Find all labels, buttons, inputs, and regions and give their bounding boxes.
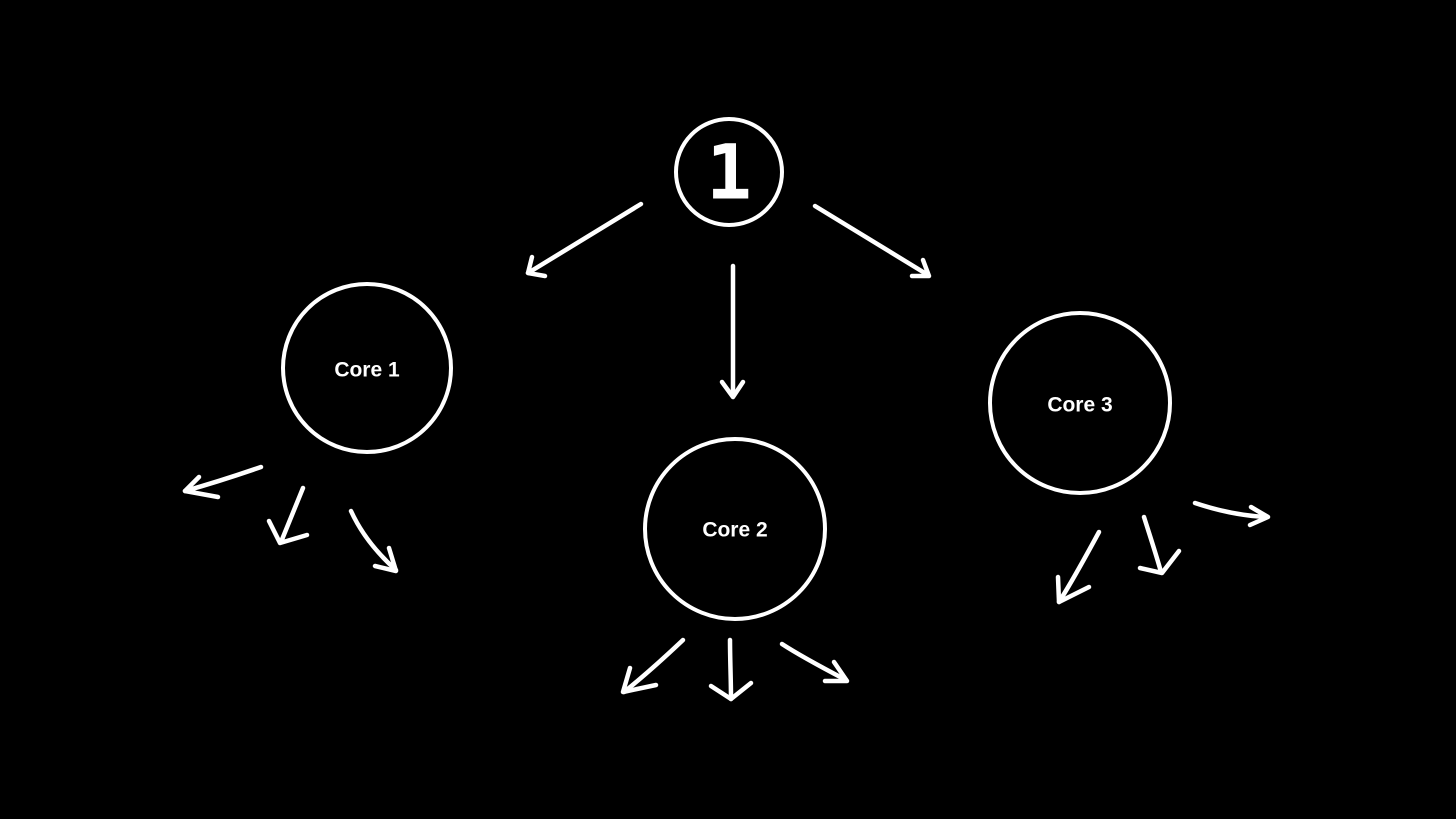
core-2-arrow-left xyxy=(620,637,686,695)
core-3-arrow-right xyxy=(1192,500,1271,528)
core-3-arrow-left xyxy=(1055,529,1102,605)
root-node-label: 1 xyxy=(706,128,752,217)
core-2-arrow-down xyxy=(708,637,754,702)
core-node-1: Core 1 xyxy=(281,282,453,454)
root-arrow-left xyxy=(525,201,644,279)
root-node-circle xyxy=(674,117,784,227)
core-node-3-label: Core 3 xyxy=(1047,394,1112,417)
core-node-2-label: Core 2 xyxy=(702,519,767,542)
core-1-arrow-left xyxy=(182,464,264,500)
root-node: 1 xyxy=(674,117,784,227)
core-node-3: Core 3 xyxy=(988,311,1172,495)
core-1-arrow-down xyxy=(266,485,310,546)
core-node-1-circle xyxy=(281,282,453,454)
core-node-1-label: Core 1 xyxy=(334,359,400,382)
core-3-arrow-down xyxy=(1137,514,1182,576)
core-1-arrow-right xyxy=(348,508,399,574)
core-node-2: Core 2 xyxy=(643,437,827,621)
root-arrow-down xyxy=(719,263,746,400)
core-node-3-circle xyxy=(988,311,1172,495)
root-arrow-right xyxy=(812,203,932,279)
core-node-2-circle xyxy=(643,437,827,621)
core-2-arrow-right xyxy=(779,641,850,684)
